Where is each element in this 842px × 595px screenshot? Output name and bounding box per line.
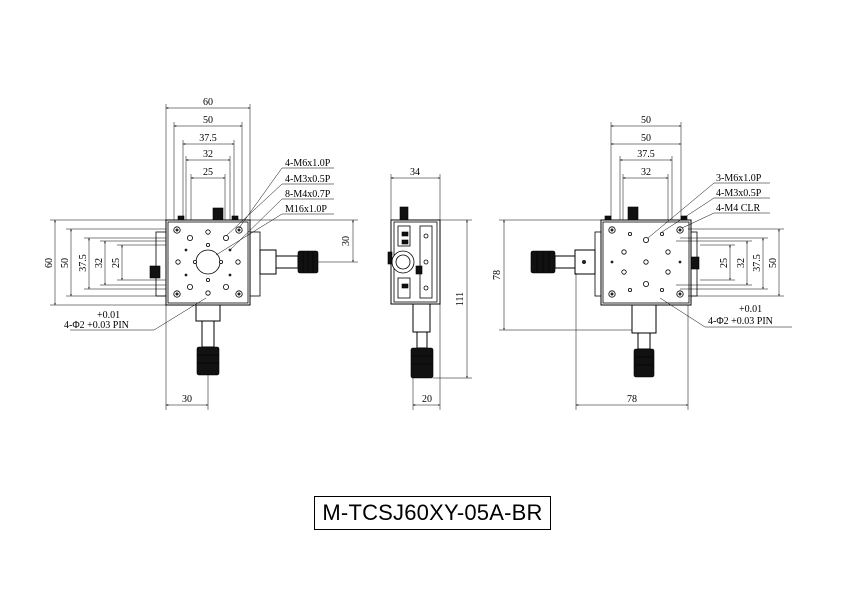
front-bottom-micrometer: [195, 304, 221, 376]
dim-right-left-78: 78: [492, 270, 503, 280]
front-right-dimension: 30: [250, 219, 358, 263]
front-right-micrometer: [259, 249, 319, 275]
right-top-dimensions: 50 50 37.5 32: [610, 115, 682, 230]
dim-right-right-50: 50: [768, 258, 779, 268]
dim-front-left-50: 50: [60, 258, 71, 268]
right-mount-holes: [608, 226, 684, 298]
dim-front-top-32: 32: [203, 149, 213, 160]
dim-right-right-32: 32: [736, 258, 747, 268]
dim-front-bottom-30: 30: [182, 394, 192, 405]
right-left-dimension: 78: [492, 219, 632, 331]
side-view: 34: [387, 167, 472, 410]
model-number-box: M-TCSJ60XY-05A-BR: [314, 496, 551, 530]
callout-front-m3: 4-M3x0.5P: [285, 174, 331, 185]
dim-front-top-25: 25: [203, 167, 213, 178]
dim-side-right-111: 111: [455, 292, 466, 306]
right-callouts: 3-M6x1.0P 4-M3x0.5P 4-M4 CLR +0.01 4-Φ2 …: [647, 173, 792, 328]
dim-front-left-37-5: 37.5: [78, 254, 89, 272]
callout-right-m3: 4-M3x0.5P: [716, 188, 762, 199]
dim-right-right-25: 25: [719, 258, 730, 268]
front-top-dimensions: 60 50 37.5 32 25: [165, 97, 251, 232]
side-right-dimension: 111: [433, 219, 472, 379]
dim-right-right-37-5: 37.5: [752, 254, 763, 272]
dim-right-top-50a: 50: [641, 115, 651, 126]
dim-right-top-50b: 50: [641, 133, 651, 144]
dim-front-left-60: 60: [44, 258, 55, 268]
dim-side-top-34: 34: [410, 167, 420, 178]
callout-front-m4: 8-M4x0.7P: [285, 189, 331, 200]
dim-front-top-60: 60: [203, 97, 213, 108]
right-left-micrometer: [530, 249, 596, 275]
front-pin-note: 4-Φ2 +0.03 PIN: [64, 320, 129, 331]
dim-right-bottom-78: 78: [627, 394, 637, 405]
front-pin-tolerance: +0.01: [97, 310, 120, 321]
callout-right-m6: 3-M6x1.0P: [716, 173, 762, 184]
dim-right-top-37-5: 37.5: [637, 149, 655, 160]
side-bottom-dimension: 20: [412, 304, 441, 410]
right-pin-tolerance: +0.01: [739, 304, 762, 315]
dim-front-left-25: 25: [111, 258, 122, 268]
dim-front-left-32: 32: [94, 258, 105, 268]
dim-front-top-37-5: 37.5: [199, 133, 217, 144]
right-right-dimensions: 25 32 37.5 50: [676, 228, 784, 297]
right-bottom-micrometer: [631, 304, 657, 378]
side-stage-body: [387, 206, 441, 305]
front-view: 60 50 37.5 32 25 60 50 37.5 32: [44, 97, 358, 410]
callout-front-m16: M16x1.0P: [285, 204, 327, 215]
side-bottom-micrometer: [410, 303, 434, 379]
right-bottom-dimension: 78: [575, 273, 689, 410]
side-top-dimension: 34: [390, 167, 441, 222]
front-stage-body: [149, 207, 261, 306]
dim-right-top-32: 32: [641, 167, 651, 178]
right-view: 50 50 37.5 32: [492, 115, 792, 410]
callout-right-m4clr: 4-M4 CLR: [716, 203, 761, 214]
front-callouts: 4-M6x1.0P 4-M3x0.5P 8-M4x0.7P M16x1.0P +…: [64, 158, 334, 331]
front-mount-holes: [173, 226, 243, 298]
front-left-dimensions: 60 50 37.5 32 25: [44, 219, 184, 306]
right-pin-note: 4-Φ2 +0.03 PIN: [708, 316, 773, 327]
callout-front-m6: 4-M6x1.0P: [285, 158, 331, 169]
dim-front-top-50: 50: [203, 115, 213, 126]
dim-front-right-30: 30: [341, 236, 352, 246]
dim-side-bottom-20: 20: [422, 394, 432, 405]
right-stage-body: [594, 206, 700, 306]
model-number: M-TCSJ60XY-05A-BR: [322, 500, 543, 525]
